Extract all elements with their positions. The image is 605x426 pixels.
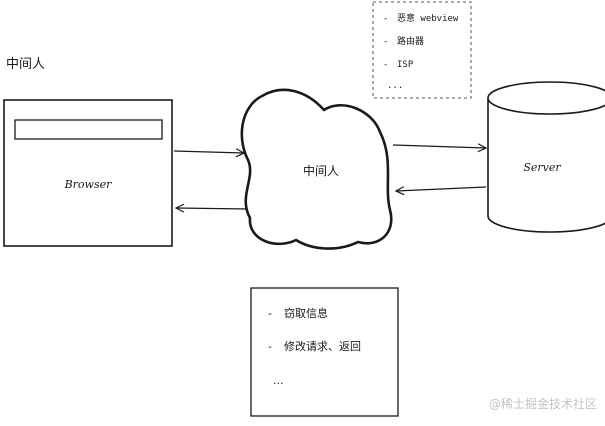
arrow-browser-to-middleman [173, 151, 244, 153]
attack-dash: - [268, 307, 272, 320]
server-cylinder-top [487, 81, 605, 115]
arrow-middleman-to-browser [176, 208, 250, 209]
middleman-cloud [240, 88, 393, 250]
browser-address-bar [14, 119, 163, 140]
middleman-type-item: ... [387, 81, 403, 91]
middleman-type-item: 路由器 [397, 35, 424, 47]
middleman-type-item: ISP [397, 60, 414, 70]
middleman-node: 中间人 [240, 88, 393, 250]
attack-item: 修改请求、返回 [284, 339, 361, 353]
attack-item: ... [273, 374, 284, 387]
middleman-label: 中间人 [303, 163, 339, 178]
attacks-border [250, 287, 399, 417]
middleman-type-dash: - [384, 14, 387, 24]
middleman-type-item: 恶意 webview [397, 12, 459, 24]
arrow-middleman-to-server [392, 145, 486, 148]
middleman-type-dash: - [384, 60, 387, 70]
diagram-title: 中间人 [6, 57, 45, 72]
attack-item: 窃取信息 [284, 306, 328, 320]
watermark: @稀土掘金技术社区 [488, 397, 597, 411]
middleman-types-box: - 恶意 webview - 路由器 - ISP ... [372, 1, 472, 99]
server-label: Server [523, 161, 561, 174]
arrow-server-to-middleman [396, 187, 487, 191]
server-node: Server [487, 81, 605, 233]
attack-dash: - [268, 340, 272, 353]
middleman-types-border [372, 1, 472, 99]
browser-label: Browser [64, 178, 113, 191]
middleman-type-dash: - [384, 37, 387, 47]
server-cylinder-body [487, 98, 605, 233]
attacks-box: - 窃取信息 - 修改请求、返回 ... [250, 287, 399, 417]
browser-node: Browser [3, 99, 173, 247]
